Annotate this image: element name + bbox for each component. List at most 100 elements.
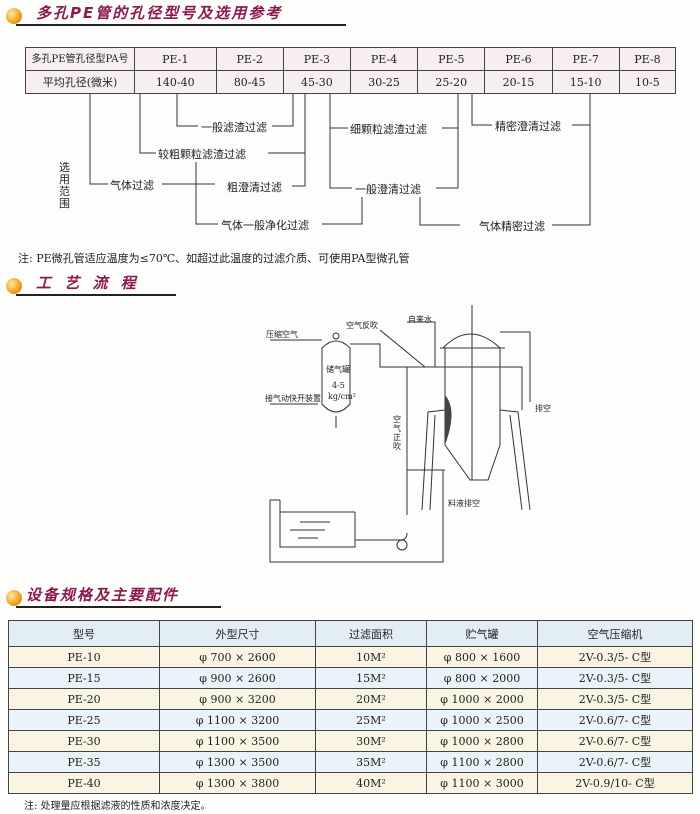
selection-item: 气体一般净化过滤 xyxy=(220,217,310,233)
column-header: 过滤面积 xyxy=(315,620,427,647)
process-label: 空气反吹 xyxy=(346,321,378,330)
table-header-row: 型号 外型尺寸 过滤面积 贮气罐 空气压缩机 xyxy=(8,620,693,647)
spec-cell: 30M² xyxy=(315,730,427,752)
spec-cell: PE-10 xyxy=(8,646,160,668)
spec-cell: φ 1300 × 3800 xyxy=(159,772,316,794)
column-header: 空气压缩机 xyxy=(537,620,693,647)
spec-cell: 10M² xyxy=(315,646,427,668)
model-cell: PE-6 xyxy=(484,47,553,71)
temperature-note: 注: PE微孔管适应温度为≤70℃、如超过此温度的过滤介质、可使用PA型微孔管 xyxy=(18,252,410,265)
bullet-ball-icon xyxy=(6,278,22,294)
spec-cell: φ 700 × 2600 xyxy=(159,646,316,668)
process-label: 料液排空 xyxy=(448,499,480,508)
spec-cell: PE-40 xyxy=(8,772,160,794)
spec-cell: 15M² xyxy=(315,667,427,689)
spec-cell: φ 1300 × 3500 xyxy=(159,751,316,773)
bullet-ball-icon xyxy=(6,8,22,24)
spec-cell: 20M² xyxy=(315,688,427,710)
spec-cell: φ 1100 × 2800 xyxy=(426,751,538,773)
title-underline xyxy=(16,24,346,26)
pore-size-cell: 15-10 xyxy=(551,70,620,94)
pore-size-cell: 25-20 xyxy=(417,70,486,94)
section-header-pore-sizes: 多孔PE管的孔径型号及选用参考 xyxy=(6,2,346,28)
selection-item: 精密澄清过滤 xyxy=(494,118,562,134)
spec-cell: PE-25 xyxy=(8,709,160,731)
pore-size-table: 多孔PE管孔径型PA号 PE-1 PE-2 PE-3 PE-4 PE-5 PE-… xyxy=(25,47,677,94)
pore-size-cell: 140-40 xyxy=(134,70,217,94)
section-title: 多孔PE管的孔径型号及选用参考 xyxy=(36,4,283,22)
selection-item: 一般滤渣过滤 xyxy=(200,119,268,135)
row-header: 多孔PE管孔径型PA号 xyxy=(25,47,135,71)
model-cell: PE-1 xyxy=(134,47,217,71)
capacity-note: 注: 处理量应根据滤液的性质和浓度决定。 xyxy=(24,801,211,812)
selection-item: 气体过滤 xyxy=(109,177,155,193)
section-header-process: 工 艺 流 程 xyxy=(6,272,186,298)
selection-item: 较粗颗粒滤渣过滤 xyxy=(157,146,247,162)
spec-cell: 40M² xyxy=(315,772,427,794)
column-header: 外型尺寸 xyxy=(159,620,316,647)
column-header: 型号 xyxy=(8,620,160,647)
spec-cell: 2V-0.6/7- C型 xyxy=(537,730,693,752)
section-title: 工 艺 流 程 xyxy=(36,274,140,292)
process-label: 储气罐 xyxy=(326,365,350,374)
model-cell: PE-3 xyxy=(282,47,351,71)
spec-cell: 2V-0.6/7- C型 xyxy=(537,709,693,731)
spec-cell: φ 900 × 2600 xyxy=(159,667,316,689)
spec-cell: φ 800 × 2000 xyxy=(426,667,538,689)
spec-cell: φ 900 × 3200 xyxy=(159,688,316,710)
spec-cell: 2V-0.3/5- C型 xyxy=(537,646,693,668)
pore-size-cell: 45-30 xyxy=(282,70,351,94)
row-header: 平均孔径(微米) xyxy=(25,70,135,94)
spec-cell: φ 800 × 1600 xyxy=(426,646,538,668)
spec-cell: PE-35 xyxy=(8,751,160,773)
spec-cell: φ 1100 × 3200 xyxy=(159,709,316,731)
model-cell: PE-8 xyxy=(618,47,677,71)
selection-item: 一般澄清过滤 xyxy=(354,181,422,197)
process-flow-diagram xyxy=(269,305,531,563)
title-underline xyxy=(16,294,176,296)
pore-size-cell: 80-45 xyxy=(215,70,284,94)
selection-item: 粗澄清过滤 xyxy=(226,179,283,195)
bullet-ball-icon xyxy=(6,590,22,606)
model-cell: PE-5 xyxy=(417,47,486,71)
spec-cell: 2V-0.9/10- C型 xyxy=(537,772,693,794)
spec-cell: φ 1000 × 2500 xyxy=(426,709,538,731)
spec-cell: 25M² xyxy=(315,709,427,731)
column-header: 贮气罐 xyxy=(426,620,538,647)
table-row: 多孔PE管孔径型PA号 PE-1 PE-2 PE-3 PE-4 PE-5 PE-… xyxy=(25,47,677,71)
selection-item: 气体精密过滤 xyxy=(478,218,546,234)
section-header-specs: 设备规格及主要配件 xyxy=(6,584,226,610)
process-label: 空气正吹 xyxy=(393,415,401,451)
process-label: 4-5 xyxy=(332,381,345,390)
title-underline xyxy=(16,606,221,608)
air-tank xyxy=(321,340,351,413)
pore-size-cell: 10-5 xyxy=(618,70,677,94)
process-label: 压缩空气 xyxy=(266,330,298,339)
selection-item: 细颗粒滤渣过滤 xyxy=(349,121,428,137)
table-row: 平均孔径(微米) 140-40 80-45 45-30 30-25 25-20 … xyxy=(25,70,677,94)
spec-cell: PE-30 xyxy=(8,730,160,752)
spec-cell: PE-20 xyxy=(8,688,160,710)
spec-cell: φ 1100 × 3500 xyxy=(159,730,316,752)
pore-size-cell: 30-25 xyxy=(349,70,419,94)
spec-cell: PE-15 xyxy=(8,667,160,689)
process-label: 接气动快开装置 xyxy=(265,394,321,403)
spec-cell: φ 1000 × 2000 xyxy=(426,688,538,710)
spec-cell: 2V-0.3/5- C型 xyxy=(537,667,693,689)
spec-cell: 2V-0.3/5- C型 xyxy=(537,688,693,710)
process-label: kg/cm² xyxy=(328,392,356,401)
process-label: 排空 xyxy=(535,404,551,413)
spec-cell: φ 1100 × 3000 xyxy=(426,772,538,794)
process-label: 自来水 xyxy=(408,315,432,324)
section-title: 设备规格及主要配件 xyxy=(26,586,180,604)
spec-cell: 2V-0.6/7- C型 xyxy=(537,751,693,773)
